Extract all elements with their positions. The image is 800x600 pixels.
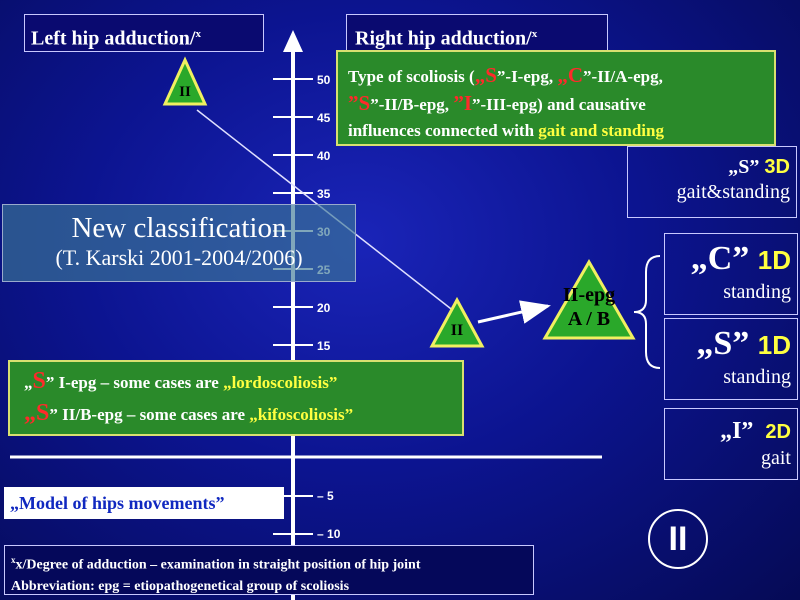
right-title: Right hip adduction/	[355, 27, 532, 50]
tick-label: – 5	[317, 489, 334, 503]
kifo-row: „S” II/B-epg – some cases are „kifoscoli…	[24, 400, 354, 426]
curly-brace	[633, 255, 661, 369]
triangle-right	[542, 259, 636, 340]
tick-label: 20	[317, 301, 331, 315]
tick-label: 40	[317, 149, 331, 163]
tick-label: 45	[317, 111, 331, 125]
tick-label: – 10	[317, 527, 341, 541]
tick-label: 50	[317, 73, 331, 87]
type-s-1d-box: „S” 1D standing	[664, 318, 798, 400]
type-c-1d-box: „C” 1D standing	[664, 233, 798, 315]
footnote-line2: Abbreviation: epg = etiopathogenetical g…	[11, 578, 350, 594]
y-axis-arrowhead	[283, 30, 303, 52]
scoliosis-type-line3: influences connected with gait and stand…	[348, 121, 664, 140]
triangle-top-label: II	[179, 84, 191, 100]
lordo-row: „S” I-epg – some cases are „lordoscolios…	[24, 368, 338, 394]
triangle-middle-label: II	[450, 322, 464, 339]
type-s-3d-box: „S” 3D gait&standing	[627, 146, 797, 218]
type-i-2d-box: „I” 2D gait	[664, 408, 798, 480]
footnote-line1: xx/Degree of adduction – examination in …	[11, 555, 421, 573]
footnote-box: xx/Degree of adduction – examination in …	[4, 545, 534, 595]
corner-badge-label: II	[668, 520, 688, 558]
left-title-box: Left hip adduction/x	[24, 14, 264, 52]
type-c-1d-sub: standing	[723, 281, 791, 303]
tick-label: 15	[317, 339, 331, 353]
right-title-sup: x	[531, 28, 538, 40]
classification-title: New classification	[71, 212, 287, 244]
triangle-top	[162, 56, 208, 106]
scoliosis-type-box: Type of scoliosis („S”-I-epg, „C”-II/A-e…	[336, 50, 776, 146]
lordo-kifo-box: „S” I-epg – some cases are „lordoscolios…	[8, 360, 464, 436]
classification-box: New classification (T. Karski 2001-2004/…	[2, 204, 356, 282]
type-s-3d-sub: gait&standing	[676, 181, 790, 203]
type-i-2d-sub: gait	[761, 447, 791, 469]
classification-author: (T. Karski 2001-2004/2006)	[55, 245, 303, 270]
type-s-1d-sub: standing	[723, 366, 791, 388]
left-title-sup: x	[195, 28, 201, 40]
model-label: „Model of hips movements”	[4, 487, 284, 519]
triangle-right-label-2: A / B	[567, 308, 611, 330]
scoliosis-type-line2: ”S”-II/B-epg, ”I”-III-epg) and causative	[348, 91, 646, 115]
left-title: Left hip adduction/	[31, 27, 196, 50]
triangle-middle	[429, 296, 485, 348]
corner-badge: II	[648, 509, 708, 569]
scoliosis-type-line1: Type of scoliosis („S”-I-epg, „C”-II/A-e…	[348, 63, 663, 87]
right-title-box: Right hip adduction/x	[346, 14, 608, 52]
arrow-to-epg	[477, 300, 551, 324]
triangle-right-label-1: II-epg	[562, 284, 616, 306]
tick-label: 35	[317, 187, 331, 201]
